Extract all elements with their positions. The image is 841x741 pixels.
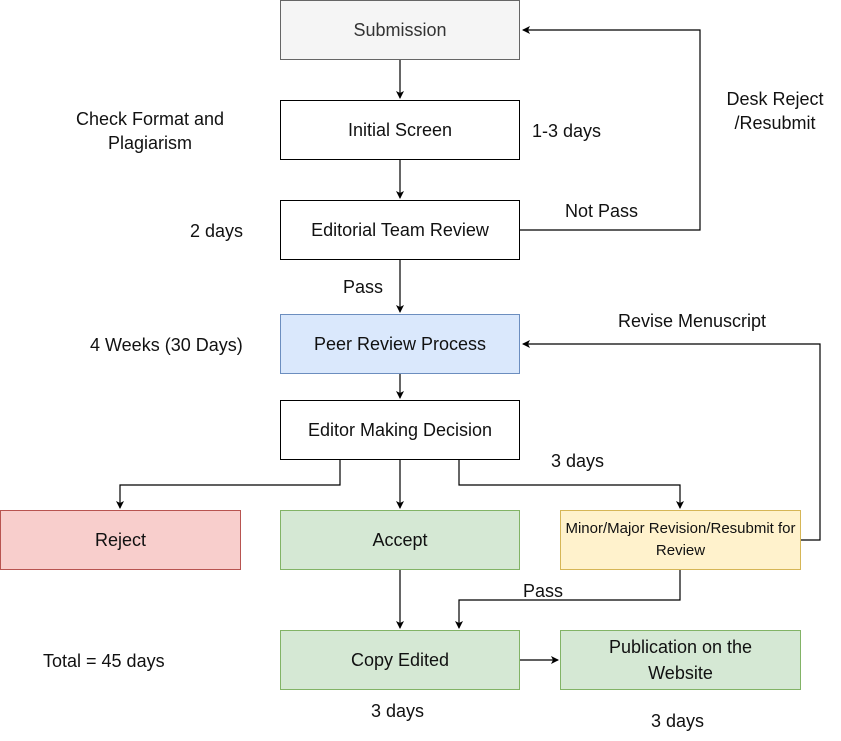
label-desk-reject: Desk Reject /Resubmit [726, 89, 824, 133]
node-label: Submission [353, 20, 447, 40]
node-initial-screen: Initial Screen [280, 100, 520, 160]
node-editorial-review: Editorial Team Review [280, 200, 520, 260]
label-total: Total = 45 days [43, 651, 165, 671]
label-not-pass: Not Pass [565, 201, 639, 221]
node-label: Initial Screen [347, 120, 453, 140]
node-label: Publication on the Website [608, 637, 753, 683]
node-label: Editor Making Decision [307, 420, 493, 440]
edge-revision-pass-to-copy [455, 570, 681, 629]
edge-decision-to-revision [458, 460, 684, 509]
label-peer-days: 4 Weeks (30 Days) [90, 335, 243, 355]
edge-editorial-not-pass-to-submission [520, 26, 701, 231]
label-publication-days: 3 days [651, 711, 705, 731]
edge-revision-to-peer [522, 340, 821, 541]
node-revision: Minor/Major Revision/Resubmit for Review [560, 510, 801, 570]
label-editorial-days: 2 days [190, 221, 244, 241]
node-label: Accept [372, 530, 428, 550]
node-reject: Reject [0, 510, 241, 570]
label-copy-days: 3 days [371, 701, 425, 721]
label-initial-days: 1-3 days [532, 121, 602, 141]
label-pass-revision: Pass [523, 581, 564, 601]
node-label: Minor/Major Revision/Resubmit for Review [565, 520, 796, 559]
label-check-format: Check Format and Plagiarism [75, 109, 225, 153]
node-label: Copy Edited [350, 650, 450, 670]
label-decision-days: 3 days [551, 451, 605, 471]
node-label: Reject [94, 530, 147, 550]
node-editor-decision: Editor Making Decision [280, 400, 520, 460]
node-submission: Submission [280, 0, 520, 60]
node-label: Peer Review Process [313, 334, 487, 354]
node-label: Editorial Team Review [311, 220, 489, 240]
label-revise-manuscript: Revise Menuscript [618, 311, 767, 331]
label-pass-editorial: Pass [343, 277, 384, 297]
node-publication: Publication on the Website [560, 630, 801, 690]
edge-decision-to-reject [116, 460, 341, 509]
node-copy-edited: Copy Edited [280, 630, 520, 690]
node-peer-review: Peer Review Process [280, 314, 520, 374]
node-accept: Accept [280, 510, 520, 570]
